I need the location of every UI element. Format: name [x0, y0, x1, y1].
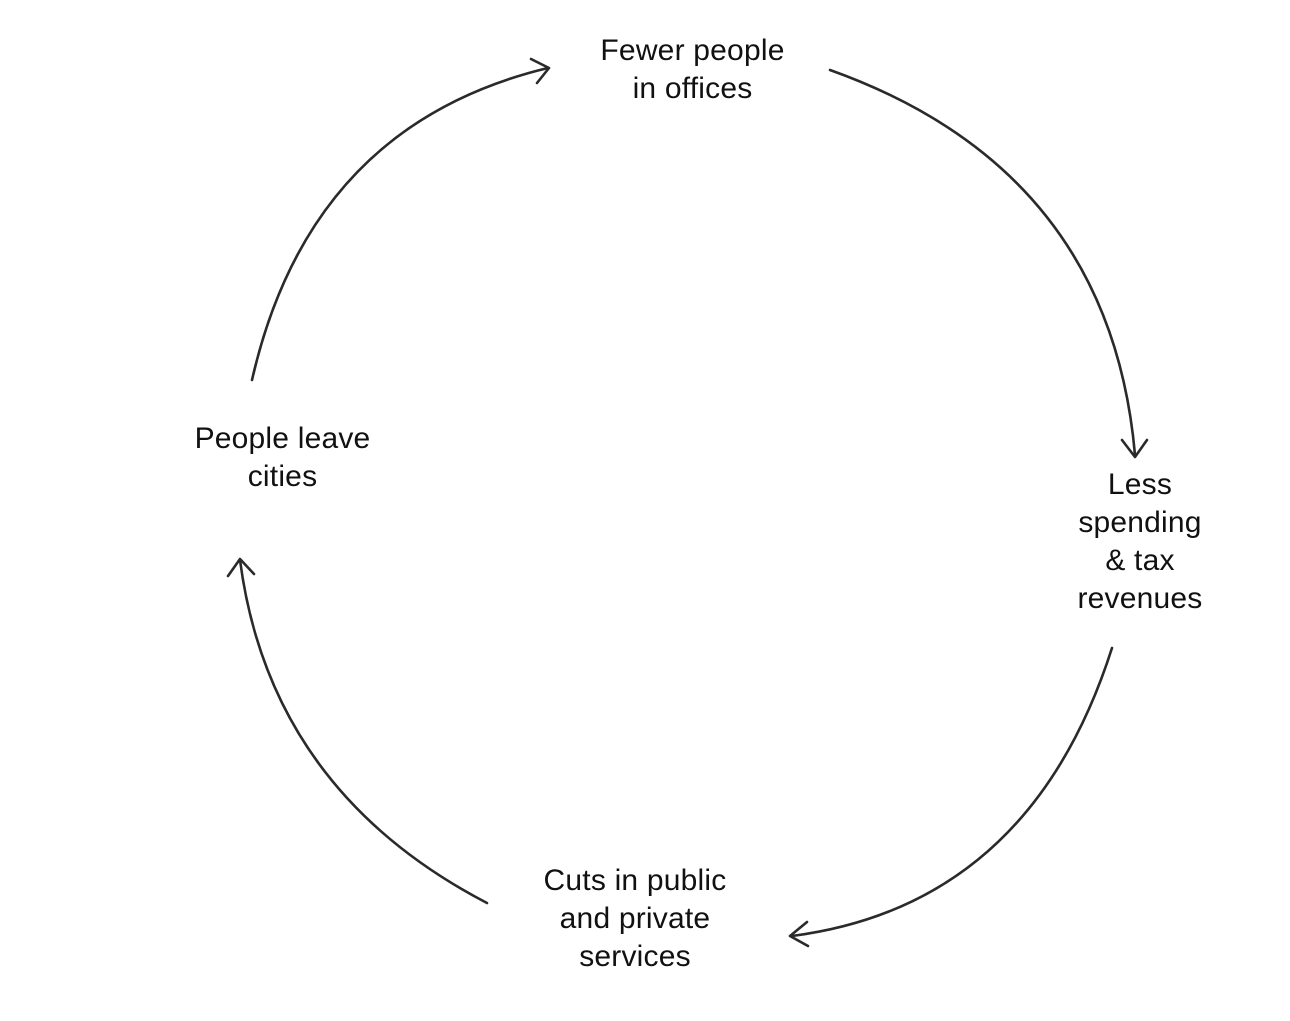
arrowhead-icon — [529, 57, 551, 85]
arrow-left-to-top — [250, 57, 551, 382]
arrowhead-icon — [226, 557, 256, 578]
arrow-bottom-to-left — [226, 557, 489, 905]
arrowhead-icon — [1120, 438, 1149, 459]
node-less-spending-tax-revenues: Less spending & tax revenues — [1077, 468, 1203, 615]
arrow-right-to-bottom — [788, 646, 1114, 948]
arrow-top-to-right — [828, 68, 1149, 459]
node-fewer-people-in-offices: Fewer people in offices — [600, 34, 785, 105]
node-people-leave-cities: People leave cities — [194, 422, 371, 493]
node-cuts-in-services: Cuts in public and private services — [543, 864, 727, 973]
arrowhead-icon — [788, 920, 810, 948]
